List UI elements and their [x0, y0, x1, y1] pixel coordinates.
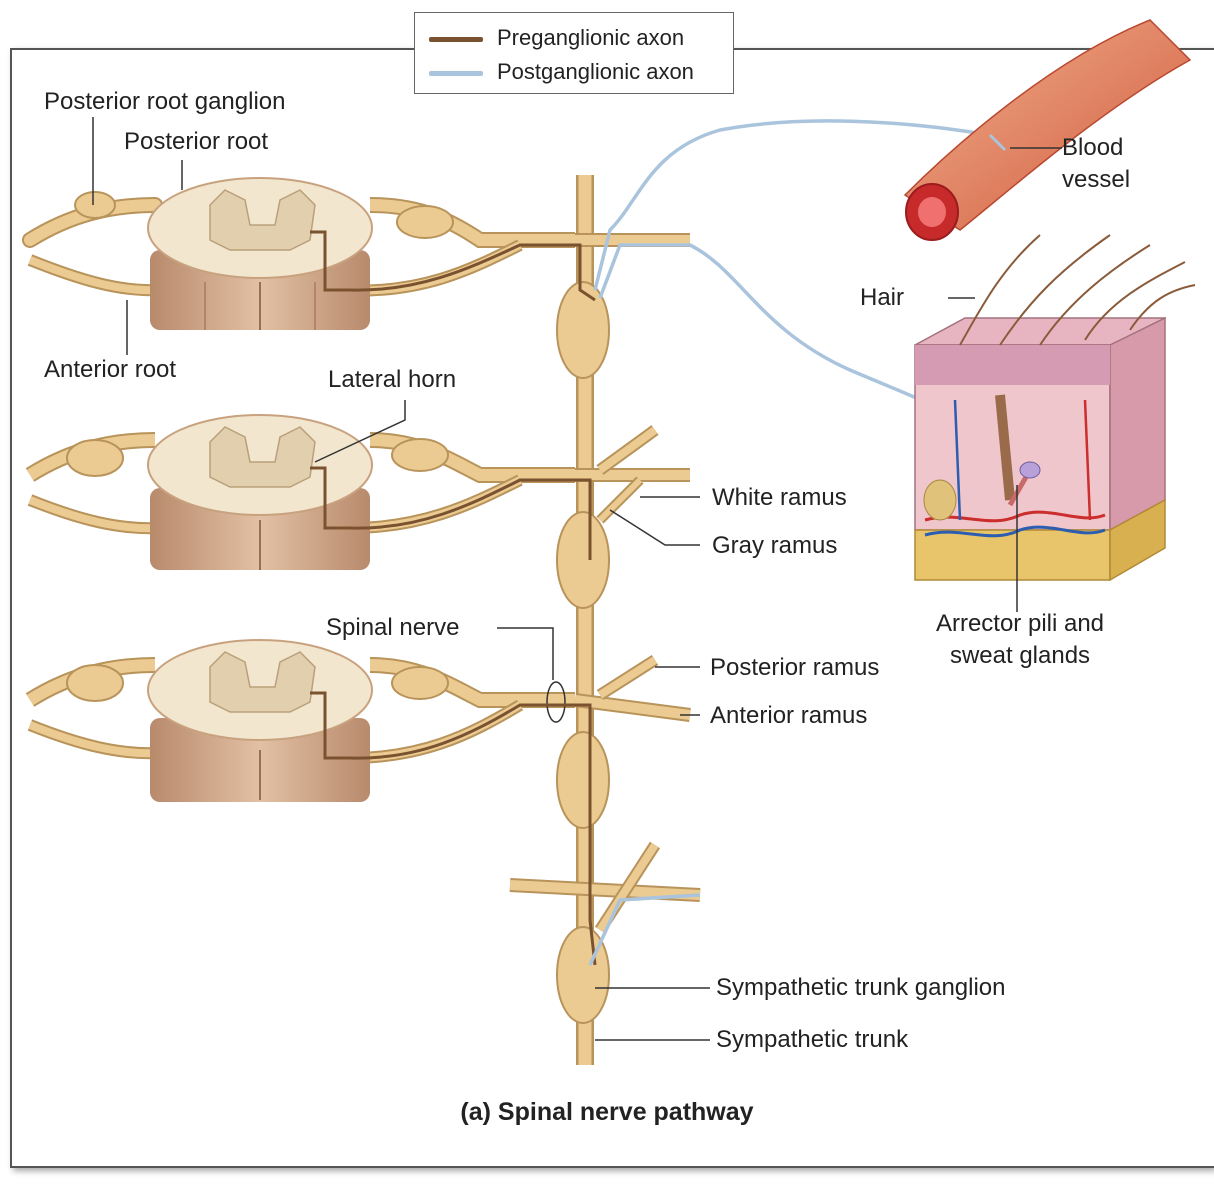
- label-posterior-root-ganglion: Posterior root ganglion: [44, 88, 286, 115]
- legend-box: Preganglionic axon Postganglionic axon: [414, 12, 734, 94]
- legend-label-postganglionic: Postganglionic axon: [497, 59, 694, 84]
- legend-item-preganglionic: Preganglionic axon: [429, 25, 684, 51]
- label-sympathetic-trunk: Sympathetic trunk: [716, 1026, 909, 1053]
- legend-item-postganglionic: Postganglionic axon: [429, 59, 694, 85]
- label-sympathetic-trunk-ganglion: Sympathetic trunk ganglion: [716, 974, 1006, 1001]
- preganglionic-swatch: [429, 36, 483, 42]
- label-anterior-ramus: Anterior ramus: [710, 702, 868, 729]
- figure-caption: (a) Spinal nerve pathway: [460, 1098, 754, 1126]
- spinal-cord-segment-1: [22, 177, 575, 330]
- preganglionic-axons: [310, 230, 597, 966]
- skin-block-art: [914, 234, 1196, 582]
- label-leader-lines: [92, 117, 1062, 1041]
- label-hair: Hair: [860, 284, 905, 311]
- label-spinal-nerve: Spinal nerve: [326, 614, 460, 641]
- label-anterior-root: Anterior root: [44, 356, 177, 383]
- legend-label-preganglionic: Preganglionic axon: [497, 25, 685, 50]
- label-posterior-root: Posterior root: [124, 128, 269, 155]
- label-blood-vessel: Blood vessel: [1062, 134, 1131, 194]
- label-white-ramus: White ramus: [712, 484, 847, 511]
- label-lateral-horn: Lateral horn: [328, 366, 457, 393]
- label-arrector-pili: Arrector pili and sweat glands: [935, 610, 1105, 670]
- sympathetic-trunk-chain: [509, 175, 701, 1065]
- label-posterior-ramus: Posterior ramus: [710, 654, 880, 681]
- postganglionic-swatch: [429, 70, 483, 76]
- label-gray-ramus: Gray ramus: [712, 532, 838, 559]
- blood-vessel-art: [903, 19, 1192, 241]
